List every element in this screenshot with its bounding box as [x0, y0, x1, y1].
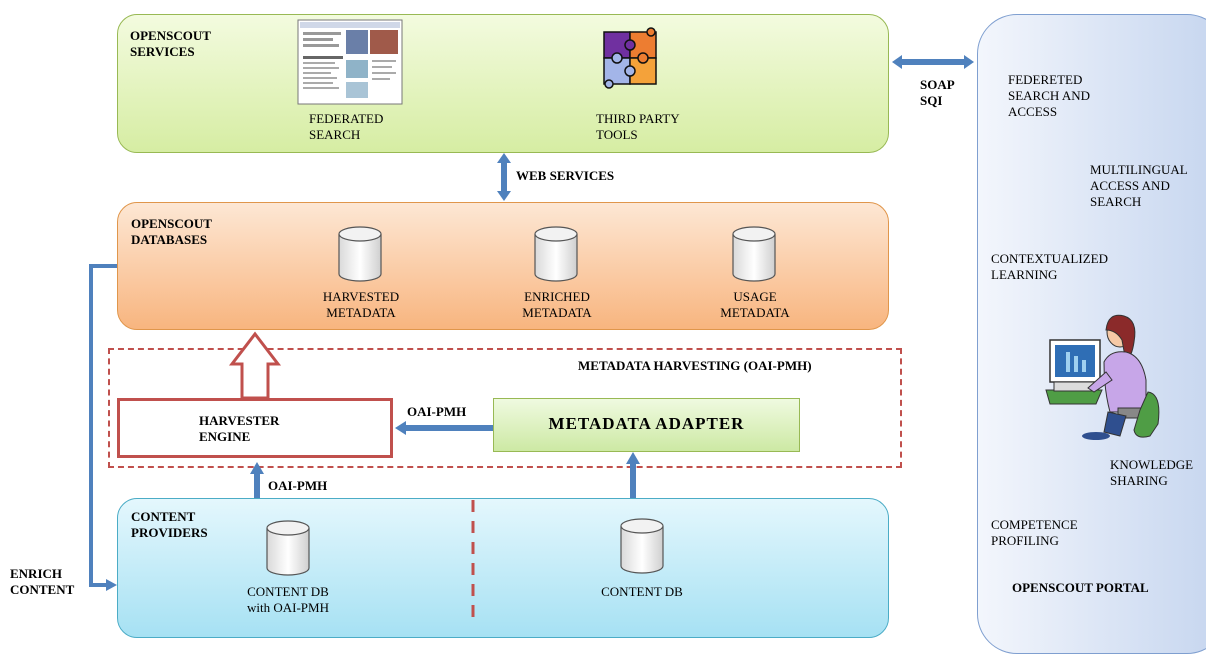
third-party-tools-label: THIRD PARTY TOOLS — [596, 111, 680, 142]
content-providers-title: CONTENT PROVIDERS — [131, 509, 208, 540]
content-providers-box — [117, 498, 889, 638]
portal-multilingual-label: MULTILINGUAL ACCESS AND SEARCH — [1090, 162, 1188, 209]
portal-federated-access-label: FEDERETED SEARCH AND ACCESS — [1008, 72, 1090, 119]
federated-search-label: FEDERATED SEARCH — [309, 111, 384, 142]
content-db-label: CONTENT DB — [601, 584, 683, 599]
harvested-metadata-label: HARVESTED METADATA — [322, 289, 400, 320]
openscout-portal-title: OPENSCOUT PORTAL — [1012, 580, 1149, 595]
usage-metadata-database-icon — [732, 226, 776, 282]
content-db-to-adapter-arrow — [626, 452, 640, 498]
metadata-harvesting-region — [108, 348, 902, 468]
usage-metadata-label: USAGE METADATA — [720, 289, 790, 320]
diagram-graphics — [89, 19, 1160, 623]
soap-sqi-arrow — [892, 55, 974, 69]
enriched-metadata-database-icon — [534, 226, 578, 282]
portal-competence-label: COMPETENCE PROFILING — [991, 517, 1078, 548]
oai-pmh-providers-arrow — [250, 462, 264, 498]
enrich-content-label: ENRICH CONTENT — [10, 566, 75, 597]
puzzle-pieces-icon — [603, 27, 657, 89]
oai-pmh-adapter-label: OAI-PMH — [407, 404, 467, 419]
content-db-database-icon — [620, 518, 664, 574]
web-services-label: WEB SERVICES — [516, 168, 615, 183]
metadata-adapter-label: METADATA ADAPTER — [548, 414, 745, 433]
openscout-services-title: OPENSCOUT SERVICES — [130, 28, 211, 59]
openscout-databases-title: OPENSCOUT DATABASES — [131, 216, 212, 247]
metadata-adapter-box — [493, 398, 800, 452]
portal-knowledge-sharing-label: KNOWLEDGE SHARING — [1110, 457, 1194, 488]
oai-pmh-providers-label: OAI-PMH — [268, 478, 328, 493]
federated-search-screenshot-icon — [297, 19, 403, 105]
harvester-engine-label: HARVESTER ENGINE — [199, 413, 280, 444]
adapter-to-harvester-arrow — [395, 421, 493, 435]
portal-contextualized-label: CONTEXTUALIZED LEARNING — [991, 251, 1108, 282]
openscout-portal-box — [977, 14, 1206, 654]
soap-sqi-label: SOAP SQI — [920, 77, 955, 108]
enriched-metadata-label: ENRICHED METADATA — [522, 289, 592, 320]
enrich-content-arrow — [89, 264, 117, 591]
person-at-computer-icon — [1045, 314, 1160, 440]
content-db-oai-database-icon — [266, 520, 310, 576]
openscout-services-box — [117, 14, 889, 153]
content-db-oai-label: CONTENT DB with OAI-PMH — [247, 584, 329, 615]
harvested-metadata-database-icon — [338, 226, 382, 282]
metadata-harvesting-title: METADATA HARVESTING (OAI-PMH) — [578, 358, 812, 373]
harvester-to-databases-arrow — [228, 331, 282, 400]
web-services-arrow — [497, 153, 511, 201]
